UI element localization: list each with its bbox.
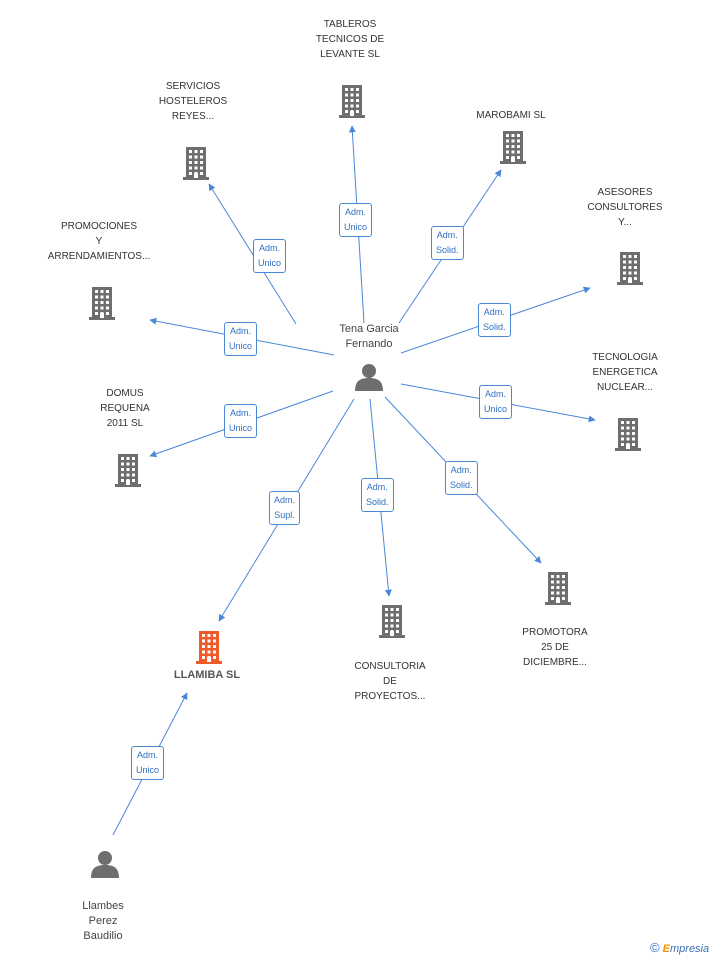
relation-label[interactable]: Adm. Solid. (445, 461, 478, 495)
person-icon[interactable] (354, 363, 384, 396)
brand-name: mpresia (670, 943, 710, 955)
copyright-symbol: © (650, 940, 660, 955)
relation-edge (208, 183, 297, 325)
relation-label[interactable]: Adm. Unico (339, 203, 373, 237)
company-name[interactable]: ASESORES CONSULTORES Y... (587, 187, 663, 228)
company-name[interactable]: DOMUS REQUENA 2011 SL (100, 388, 150, 429)
footer-brand: © Empresia (650, 940, 709, 955)
company-name[interactable]: LLAMIBA SL (173, 669, 241, 681)
company-name[interactable]: MAROBAMI SL (476, 110, 546, 121)
company-name[interactable]: TECNOLOGIA ENERGETICA NUCLEAR... (592, 352, 658, 393)
company-name[interactable]: CONSULTORIA DE PROYECTOS... (354, 661, 426, 702)
building-icon[interactable] (376, 604, 408, 643)
building-icon[interactable] (612, 417, 644, 456)
building-icon[interactable] (336, 84, 368, 123)
company-name[interactable]: SERVICIOS HOSTELEROS REYES... (158, 81, 228, 122)
company-name[interactable]: PROMOCIONES Y ARRENDAMIENTOS... (47, 221, 151, 262)
brand-initial: E (662, 943, 670, 955)
relation-label[interactable]: Adm. Supl. (269, 491, 301, 525)
relation-label[interactable]: Adm. Unico (253, 239, 287, 273)
company-name[interactable]: TABLEROS TECNICOS DE LEVANTE SL (315, 19, 385, 60)
building-icon[interactable] (180, 146, 212, 185)
relation-label[interactable]: Adm. Unico (224, 322, 258, 356)
relation-label[interactable]: Adm. Unico (131, 746, 165, 780)
relation-label[interactable]: Adm. Unico (224, 404, 258, 438)
building-icon[interactable] (614, 251, 646, 290)
relation-label[interactable]: Adm. Solid. (431, 226, 464, 260)
building-icon[interactable] (542, 571, 574, 610)
person-icon[interactable] (90, 850, 120, 883)
relation-label[interactable]: Adm. Solid. (361, 478, 394, 512)
building-icon[interactable] (86, 286, 118, 325)
person-name[interactable]: Llambes Perez Baudilio (82, 900, 124, 942)
person-name[interactable]: Tena Garcia Fernando (339, 323, 399, 350)
company-name[interactable]: PROMOTORA 25 DE DICIEMBRE... (522, 627, 588, 668)
building-icon[interactable] (193, 630, 225, 669)
relation-label[interactable]: Adm. Unico (479, 385, 513, 419)
building-icon[interactable] (112, 453, 144, 492)
relation-label[interactable]: Adm. Solid. (478, 303, 511, 337)
building-icon[interactable] (497, 130, 529, 169)
